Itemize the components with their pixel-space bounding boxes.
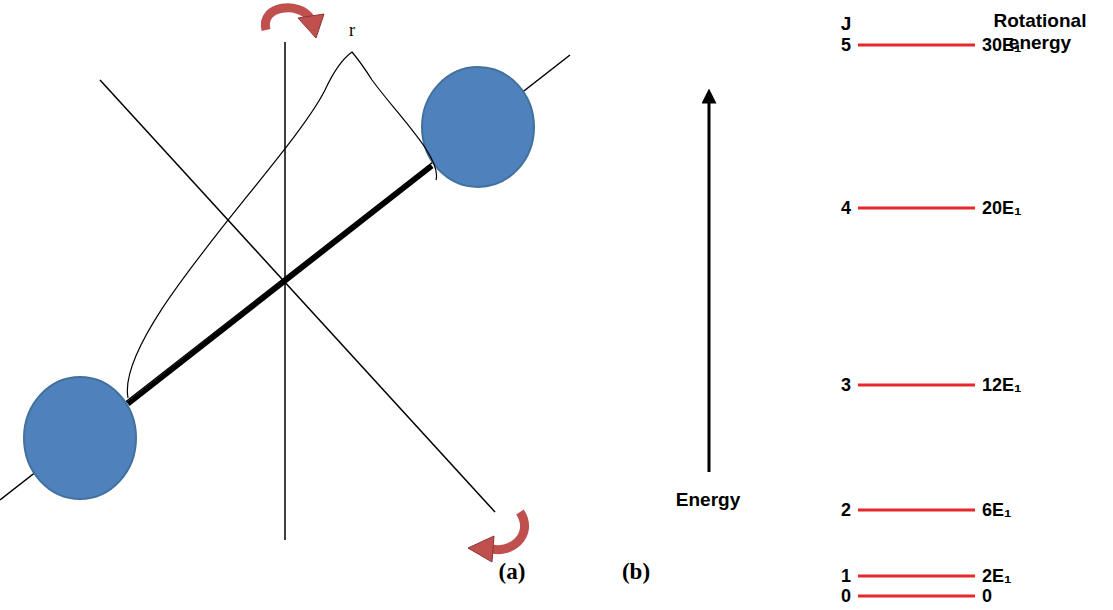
panel-label: (a) <box>499 559 526 585</box>
bond-line <box>128 166 432 404</box>
axis-label: Energy <box>676 489 740 511</box>
energy-value: 0 <box>982 586 992 607</box>
rotation-arrowhead <box>468 536 494 562</box>
level-line <box>858 509 975 512</box>
quantum-number: 5 <box>841 35 851 56</box>
distance-brace <box>127 52 436 398</box>
column-heading: J <box>841 13 852 35</box>
energy-value: 30E₁ <box>982 35 1021 56</box>
energy-value: 2E₁ <box>982 566 1011 587</box>
atom-sphere <box>24 377 136 499</box>
level-line <box>858 575 975 578</box>
panel-label: (b) <box>622 559 650 585</box>
energy-arrow <box>708 96 711 472</box>
level-line <box>858 384 975 387</box>
distance-label: r <box>349 20 355 41</box>
atom-sphere <box>422 67 534 187</box>
quantum-number: 1 <box>841 566 851 587</box>
energy-value: 12E₁ <box>982 375 1021 396</box>
energy-value: 20E₁ <box>982 198 1021 219</box>
level-line <box>858 44 975 47</box>
energy-levels <box>858 45 975 596</box>
quantum-number: 4 <box>841 198 851 219</box>
quantum-number: 0 <box>841 586 851 607</box>
quantum-number: 2 <box>841 500 851 521</box>
vertical-axis <box>284 42 286 540</box>
quantum-number: 3 <box>841 375 851 396</box>
level-line <box>858 595 975 598</box>
energy-value: 6E₁ <box>982 500 1011 521</box>
rotation-arrowhead <box>298 14 324 38</box>
level-line <box>858 207 975 210</box>
